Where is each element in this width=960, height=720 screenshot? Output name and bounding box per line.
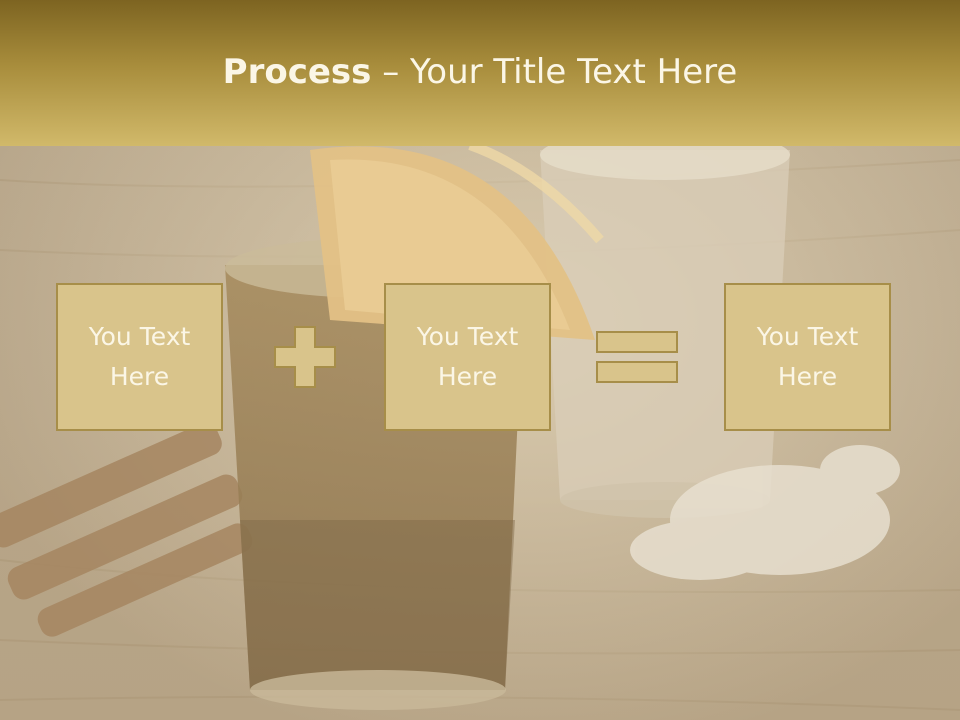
process-box-3[interactable]: You Text Here [724, 283, 891, 431]
title-bar [0, 0, 960, 146]
process-box-2-label: You Text Here [416, 322, 519, 391]
title-separator: – [371, 52, 411, 92]
slide-title: Process – Your Title Text Here [0, 52, 960, 92]
title-bold: Process [222, 52, 372, 92]
process-box-1-label: You Text Here [88, 322, 191, 391]
process-box-2[interactable]: You Text Here [384, 283, 551, 431]
equals-icon [596, 331, 678, 389]
cinnamon-sticks-icon [0, 422, 253, 637]
plus-icon [274, 326, 336, 392]
salt-pile-icon [630, 445, 900, 580]
title-rest: Your Title Text Here [410, 52, 738, 92]
process-box-1[interactable]: You Text Here [56, 283, 223, 431]
process-box-3-label: You Text Here [756, 322, 859, 391]
